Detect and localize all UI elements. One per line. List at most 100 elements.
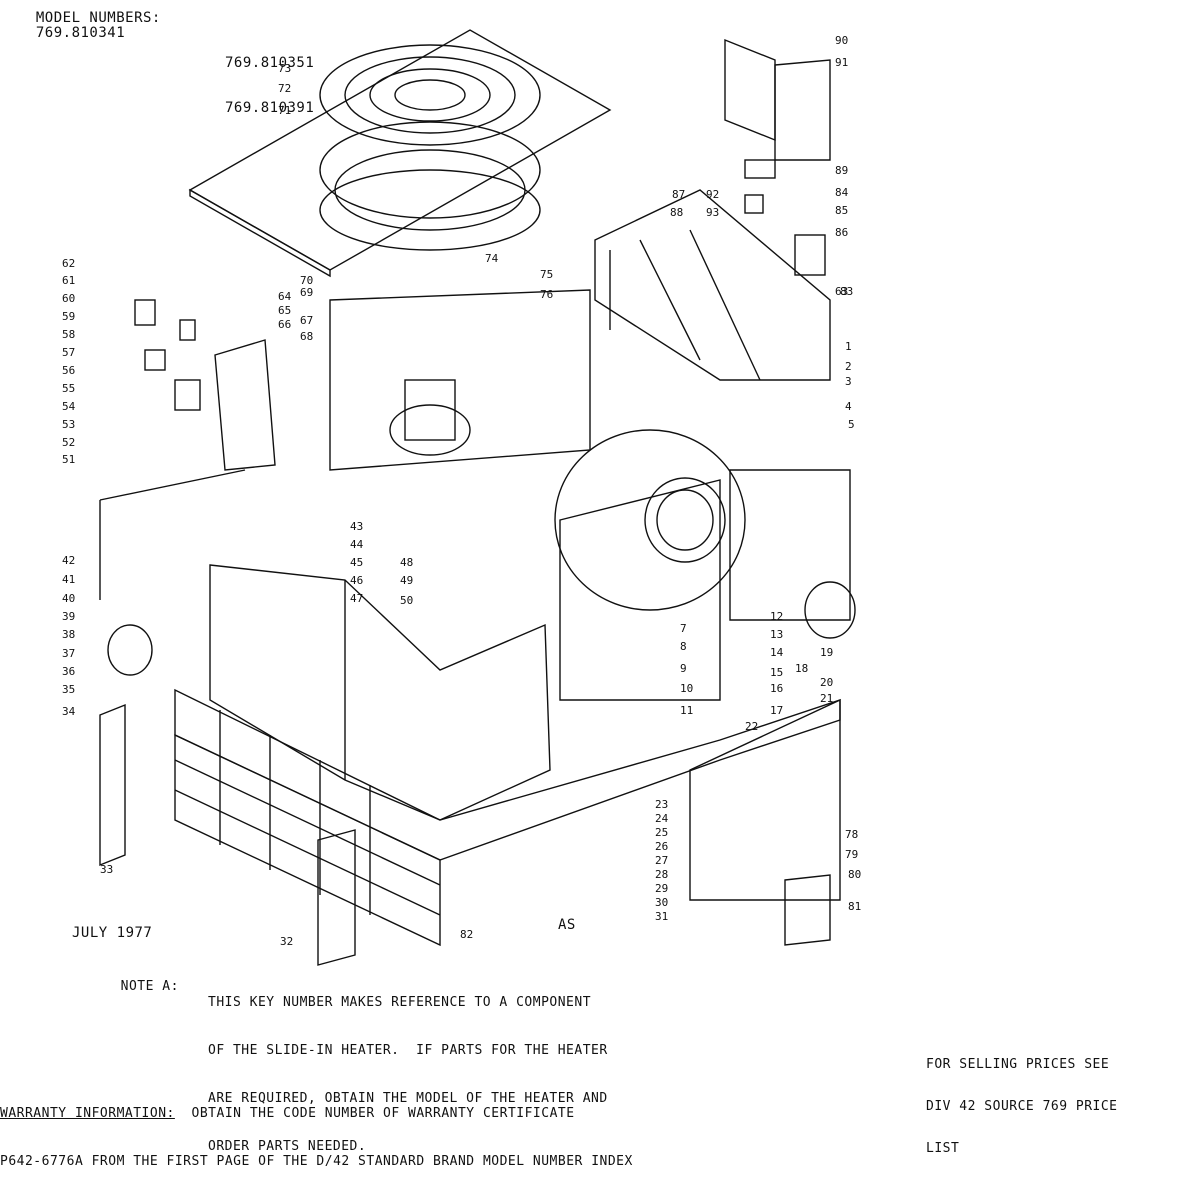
condenser-coil-lower <box>209 564 551 821</box>
note-line: OF THE SLIDE-IN HEATER. IF PARTS FOR THE… <box>208 1043 608 1058</box>
callout-label: 17 <box>770 704 783 717</box>
callout-label: 79 <box>845 848 858 861</box>
callout-label: 40 <box>62 592 75 605</box>
callout-label: 69 <box>300 286 313 299</box>
callout-label: 11 <box>680 704 693 717</box>
date-label: JULY 1977 <box>72 925 153 941</box>
model-numbers-label: MODEL NUMBERS: <box>35 10 161 26</box>
model-numbers: MODEL NUMBERS: 769.810341 769.810351 769… <box>18 0 314 131</box>
callout-label: 2 <box>845 360 852 373</box>
callout-label: 20 <box>820 676 833 689</box>
callout-label: 29 <box>655 882 668 895</box>
callout-label: 53 <box>62 418 75 431</box>
callout-label: 48 <box>400 556 413 569</box>
control-box <box>214 339 276 471</box>
callout-label: 61 <box>62 274 75 287</box>
callout-label: 57 <box>62 346 75 359</box>
callout-label: 24 <box>655 812 669 825</box>
callout-label: 4 <box>845 400 852 413</box>
callout-label: 18 <box>795 662 808 675</box>
callout-label: 67 <box>300 314 313 327</box>
callout-label: 75 <box>540 268 553 281</box>
callout-label: 78 <box>845 828 858 841</box>
fan-orifice <box>319 121 541 219</box>
pricing-note: FOR SELLING PRICES SEE DIV 42 SOURCE 769… <box>926 1030 1118 1170</box>
callout-label: 37 <box>62 647 75 660</box>
callout-label: 87 <box>672 188 685 201</box>
callout-label: 68 <box>300 330 313 343</box>
callout-label: 86 <box>835 226 848 239</box>
as-label: AS <box>558 917 576 933</box>
callout-label: 21 <box>820 692 833 705</box>
callout-label: 59 <box>62 310 75 323</box>
callout-label: 13 <box>770 628 783 641</box>
callout-label: 80 <box>848 868 861 881</box>
callout-label: 16 <box>770 682 783 695</box>
callout-label: 50 <box>400 594 413 607</box>
callout-label: 47 <box>350 592 363 605</box>
blower-housing <box>554 429 746 611</box>
callout-label: 19 <box>820 646 833 659</box>
exploded-parts-diagram: 1234578910111213141516171819202122232425… <box>62 29 861 966</box>
callout-label: 34 <box>62 705 76 718</box>
callout-label: 54 <box>62 400 76 413</box>
callout-label: 84 <box>835 186 849 199</box>
warranty-heading: WARRANTY INFORMATION: <box>0 1106 175 1121</box>
warranty-info: WARRANTY INFORMATION: OBTAIN THE CODE NU… <box>0 1074 633 1186</box>
control-panel <box>594 189 831 381</box>
pricing-line: LIST <box>926 1141 960 1156</box>
callout-label: 56 <box>62 364 75 377</box>
callout-label: 66 <box>278 318 291 331</box>
callout-label: 44 <box>350 538 364 551</box>
callout-label: 52 <box>62 436 75 449</box>
callout-label: 62 <box>62 257 75 270</box>
callout-label: 36 <box>62 665 75 678</box>
callout-label: 60 <box>62 292 75 305</box>
model-number: 769.810351 <box>225 55 315 71</box>
callout-label: 93 <box>706 206 719 219</box>
callout-label: 12 <box>770 610 783 623</box>
callout-label: 65 <box>278 304 291 317</box>
callout-label: 5 <box>848 418 855 431</box>
callout-label: 15 <box>770 666 783 679</box>
note-line: THIS KEY NUMBER MAKES REFERENCE TO A COM… <box>208 995 592 1010</box>
callout-label: 10 <box>680 682 693 695</box>
callout-label: 89 <box>835 164 848 177</box>
pricing-line: DIV 42 SOURCE 769 PRICE <box>926 1099 1118 1114</box>
callout-label: 9 <box>680 662 687 675</box>
callout-label: 45 <box>350 556 363 569</box>
access-cover <box>724 38 776 142</box>
callout-label: 49 <box>400 574 413 587</box>
callout-label: 33 <box>100 863 113 876</box>
callout-label: 42 <box>62 554 75 567</box>
callout-label: 30 <box>655 896 668 909</box>
callout-label: 22 <box>745 720 758 733</box>
note-a: NOTE A: THIS KEY NUMBER MAKES REFERENCE … <box>104 963 608 1154</box>
callout-label: 85 <box>835 204 848 217</box>
note-line: ARE REQUIRED, OBTAIN THE MODEL OF THE HE… <box>208 1091 608 1106</box>
callout-label: 28 <box>655 868 668 881</box>
callout-label: 32 <box>280 935 293 948</box>
condenser-coil-upper <box>329 289 591 471</box>
callout-label: 83 <box>840 285 853 298</box>
callout-label: 39 <box>62 610 75 623</box>
callout-label: 7 <box>680 622 687 635</box>
corner-post-left <box>99 703 126 867</box>
callout-label: 38 <box>62 628 75 641</box>
model-number: 769.810341 <box>35 25 126 41</box>
callout-label: 81 <box>848 900 861 913</box>
callout-label: 41 <box>62 573 75 586</box>
fan-guard <box>319 44 541 146</box>
model-number: 769.810391 <box>225 100 315 116</box>
callout-label: 70 <box>300 274 313 287</box>
callout-label: 90 <box>835 34 848 47</box>
callout-label: 46 <box>350 574 363 587</box>
callout-label: 88 <box>670 206 683 219</box>
callout-label: 74 <box>485 252 499 265</box>
callout-label: 91 <box>835 56 848 69</box>
callout-label: 3 <box>845 375 852 388</box>
warranty-line: P642-6776A FROM THE FIRST PAGE OF THE D/… <box>0 1154 633 1169</box>
callout-label: 92 <box>706 188 719 201</box>
callout-label: 73 <box>278 62 291 75</box>
callout-label: 1 <box>845 340 852 353</box>
